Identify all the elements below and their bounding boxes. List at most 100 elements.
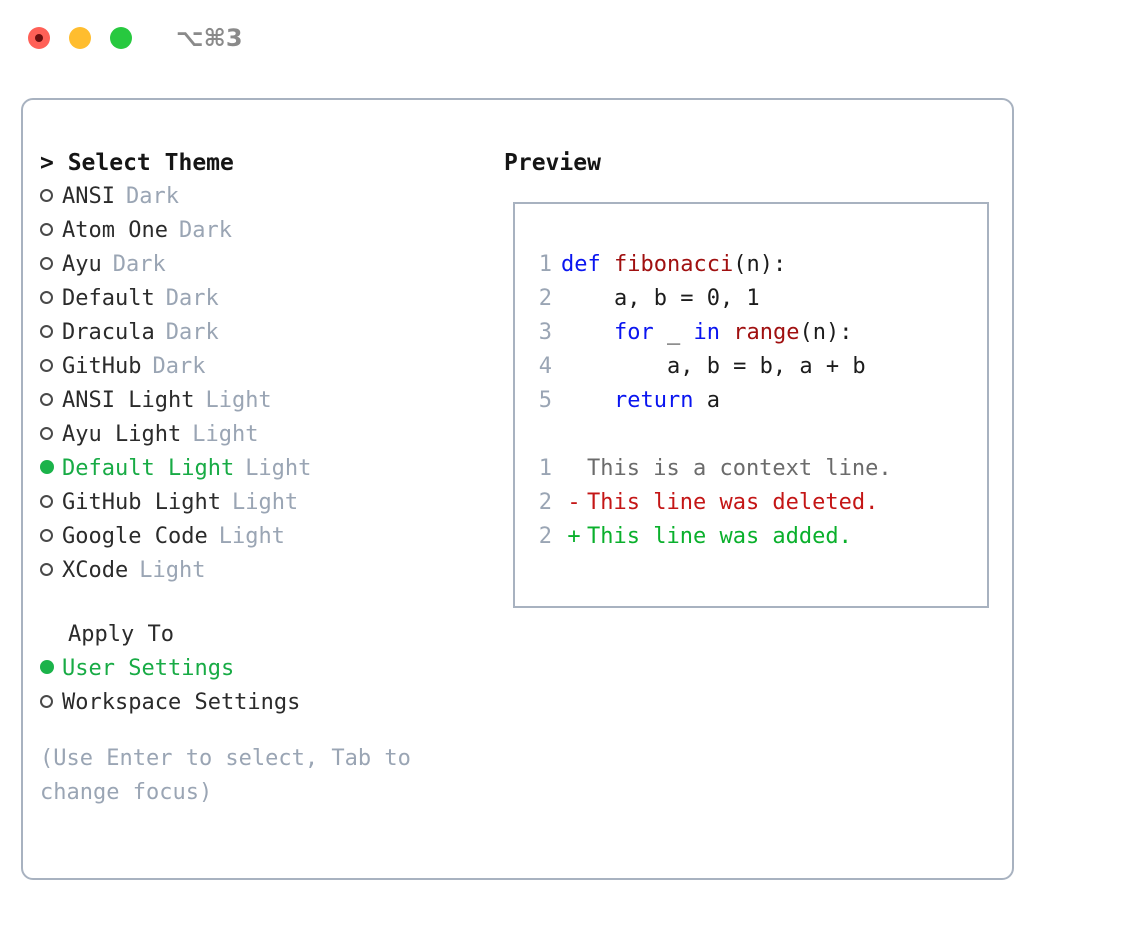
radio-unselected-icon[interactable] bbox=[40, 316, 62, 350]
diff-line: 2-This line was deleted. bbox=[527, 486, 987, 520]
theme-option-label: Google Code bbox=[62, 524, 208, 549]
radio-unselected-icon[interactable] bbox=[40, 350, 62, 384]
theme-variant-tag: Light bbox=[218, 524, 285, 549]
code-token: _ bbox=[653, 320, 694, 345]
radio-unselected-icon[interactable] bbox=[40, 384, 62, 418]
code-line-text: return a bbox=[561, 384, 720, 418]
radio-dot-icon bbox=[40, 223, 53, 236]
theme-option-label: Dracula bbox=[62, 320, 155, 345]
select-theme-header: > Select Theme bbox=[40, 150, 234, 176]
theme-option-10[interactable]: Google Code Light bbox=[40, 520, 503, 554]
code-token bbox=[561, 320, 614, 345]
diff-marker-icon bbox=[561, 452, 587, 486]
code-line-number: 5 bbox=[538, 388, 552, 413]
code-line-number: 4 bbox=[538, 354, 552, 379]
radio-dot-icon bbox=[40, 291, 53, 304]
radio-dot-icon bbox=[40, 695, 53, 708]
theme-variant-tag: Dark bbox=[125, 184, 179, 209]
maximize-button[interactable] bbox=[110, 27, 132, 49]
radio-dot-icon bbox=[40, 359, 53, 372]
code-token bbox=[561, 388, 614, 413]
diff-line-number: 2 bbox=[538, 524, 552, 549]
radio-unselected-icon[interactable] bbox=[40, 214, 62, 248]
theme-option-label: Default Light bbox=[62, 456, 235, 481]
code-line-text: a, b = 0, 1 bbox=[561, 282, 760, 316]
theme-option-label: ANSI Light bbox=[62, 388, 195, 413]
code-line-number: 1 bbox=[538, 252, 552, 277]
radio-dot-icon bbox=[40, 495, 53, 508]
radio-dot-icon bbox=[40, 257, 53, 270]
apply-option-label: User Settings bbox=[62, 656, 235, 681]
apply-option-0[interactable]: User Settings bbox=[40, 652, 503, 686]
diff-marker-icon: - bbox=[567, 490, 581, 515]
theme-variant-tag: Light bbox=[139, 558, 206, 583]
code-token: in bbox=[693, 320, 720, 345]
radio-unselected-icon[interactable] bbox=[40, 418, 62, 452]
theme-option-label: XCode bbox=[62, 558, 129, 583]
code-token: def bbox=[561, 252, 614, 277]
radio-unselected-icon[interactable] bbox=[40, 282, 62, 316]
theme-variant-tag: Light bbox=[205, 388, 272, 413]
code-line-number: 3 bbox=[538, 320, 552, 345]
diff-line: 1 This is a context line. bbox=[527, 452, 987, 486]
code-token: return bbox=[613, 388, 694, 413]
radio-dot-icon bbox=[40, 660, 54, 674]
radio-dot-icon bbox=[40, 563, 53, 576]
theme-variant-tag: Light bbox=[245, 456, 312, 481]
code-line: 2 a, b = 0, 1 bbox=[527, 282, 987, 316]
theme-option-8[interactable]: Default Light Light bbox=[40, 452, 503, 486]
keyboard-shortcut-label: ⌥⌘3 bbox=[176, 24, 243, 52]
code-token: fibonacci bbox=[613, 252, 734, 277]
theme-option-label: GitHub Light bbox=[62, 490, 221, 515]
code-line: 3 for _ in range(n): bbox=[527, 316, 987, 350]
radio-unselected-icon[interactable] bbox=[40, 248, 62, 282]
window-titlebar: ⌥⌘3 bbox=[0, 0, 1140, 76]
theme-option-11[interactable]: XCode Light bbox=[40, 554, 503, 588]
radio-unselected-icon[interactable] bbox=[40, 554, 62, 588]
help-text: (Use Enter to select, Tab to change focu… bbox=[40, 746, 425, 805]
radio-unselected-icon[interactable] bbox=[40, 486, 62, 520]
code-line: 1 def fibonacci(n): bbox=[527, 248, 987, 282]
code-line: 5 return a bbox=[527, 384, 987, 418]
diff-line-text: This line was added. bbox=[587, 524, 852, 549]
traffic-lights bbox=[28, 27, 132, 49]
diff-sample: 1 This is a context line.2-This line was… bbox=[527, 452, 987, 554]
code-token: a bbox=[693, 388, 720, 413]
code-token: for bbox=[613, 320, 654, 345]
radio-unselected-icon[interactable] bbox=[40, 520, 62, 554]
minimize-button[interactable] bbox=[69, 27, 91, 49]
radio-dot-icon bbox=[40, 529, 53, 542]
close-button[interactable] bbox=[28, 27, 50, 49]
apply-option-1[interactable]: Workspace Settings bbox=[40, 686, 503, 720]
code-token: (n): bbox=[733, 252, 787, 277]
radio-selected-icon[interactable] bbox=[40, 652, 62, 686]
radio-unselected-icon[interactable] bbox=[40, 180, 62, 214]
theme-variant-tag: Dark bbox=[112, 252, 166, 277]
diff-line-text: This line was deleted. bbox=[587, 490, 879, 515]
radio-unselected-icon[interactable] bbox=[40, 686, 62, 720]
theme-option-label: Atom One bbox=[62, 218, 168, 243]
theme-option-6[interactable]: ANSI Light Light bbox=[40, 384, 503, 418]
radio-dot-icon bbox=[40, 427, 53, 440]
code-token: a, b = 0, 1 bbox=[561, 286, 760, 311]
radio-dot-icon bbox=[40, 325, 53, 338]
radio-dot-icon bbox=[40, 189, 53, 202]
radio-selected-icon[interactable] bbox=[40, 452, 62, 486]
apply-option-label: Workspace Settings bbox=[62, 690, 301, 715]
code-line-text: a, b = b, a + b bbox=[561, 350, 866, 384]
code-token: (n): bbox=[799, 320, 853, 345]
